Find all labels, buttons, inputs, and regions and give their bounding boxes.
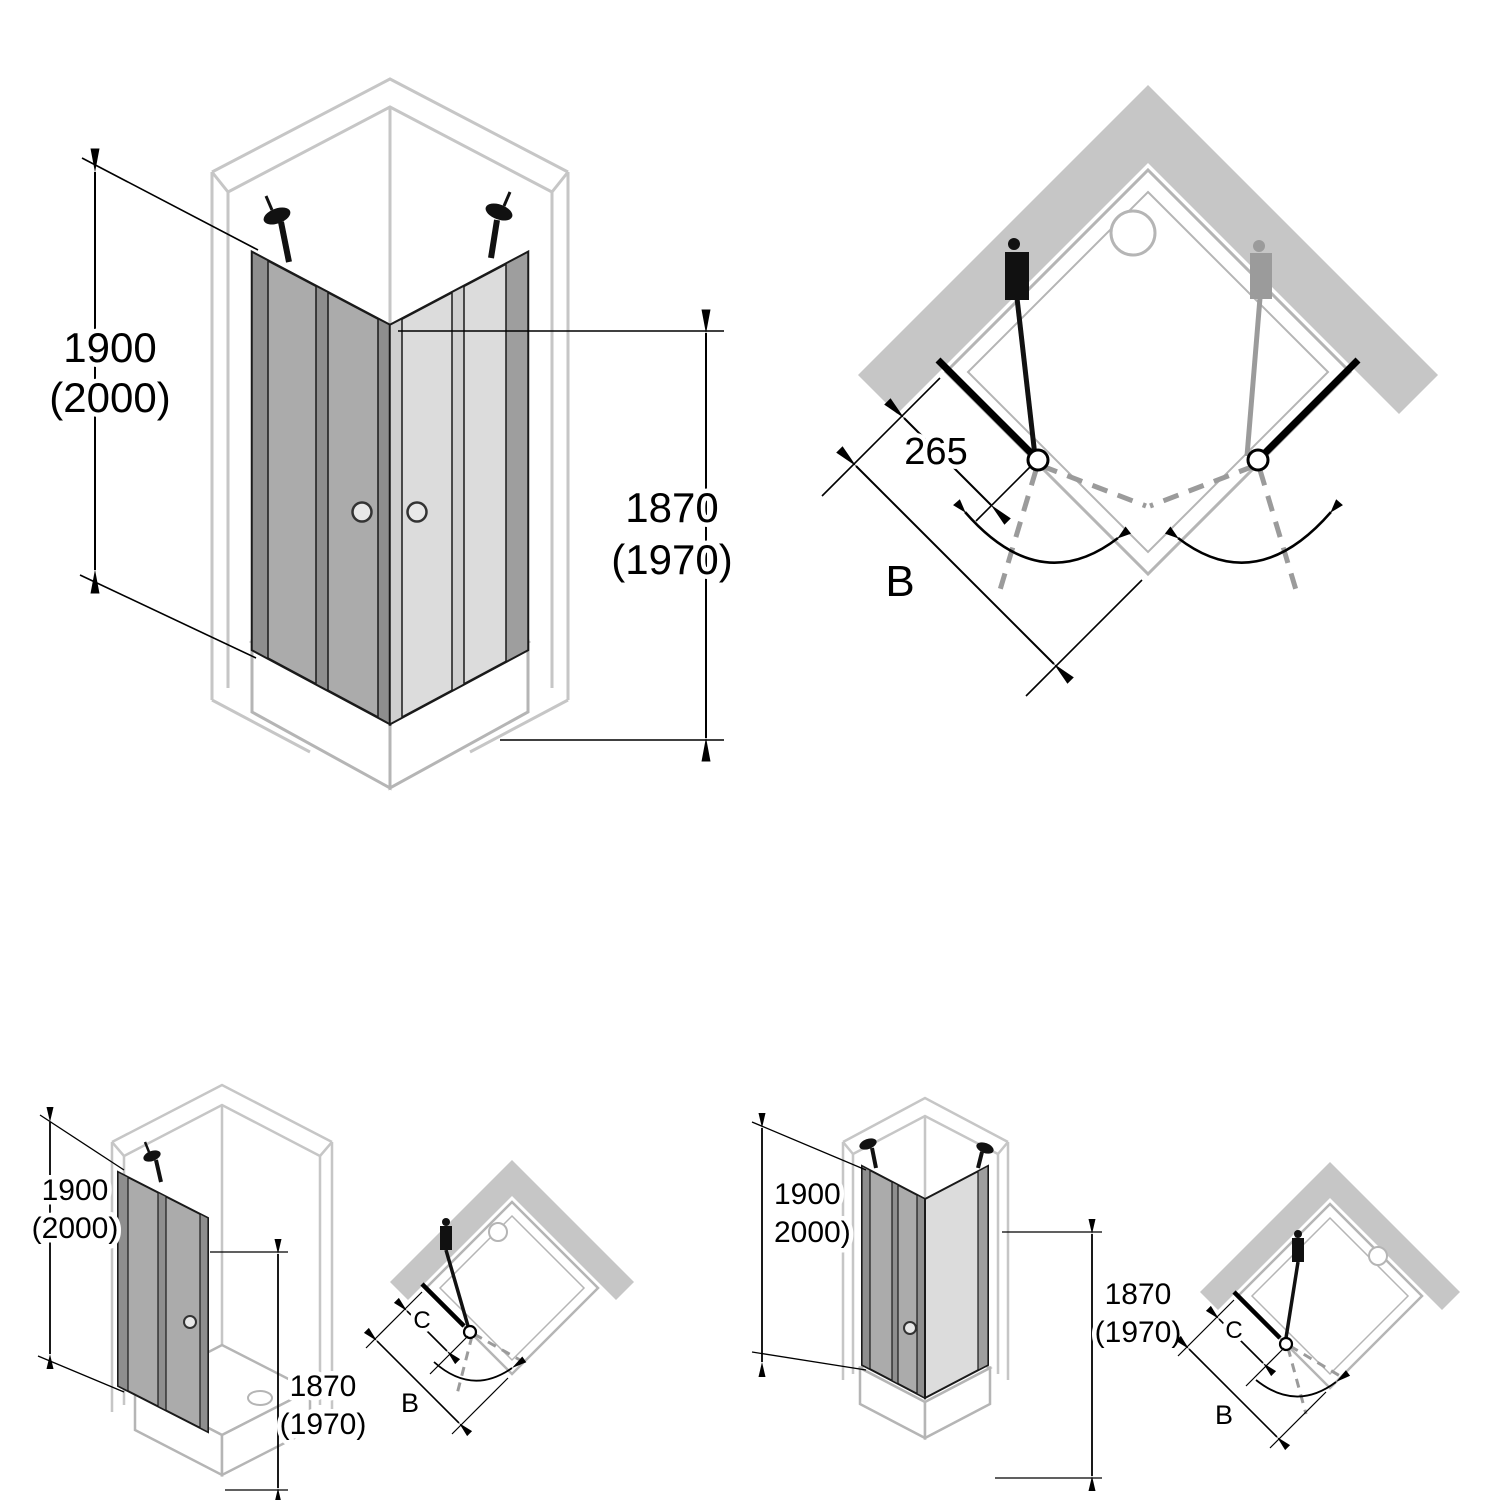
dimension-height: 1900 (2000) (45, 148, 259, 659)
pivot-post-left (1005, 238, 1038, 457)
walls-plan (1200, 1162, 1460, 1310)
ceiling-pivot-right (485, 191, 513, 259)
door-handle (183, 1315, 197, 1329)
door-height-label: 1870 (1105, 1278, 1172, 1311)
height-label: 1900 (774, 1178, 841, 1211)
dimension-entry-width: 265 B (821, 377, 1143, 697)
dimension-door-width: C B (1175, 1299, 1327, 1451)
walls-plan (858, 85, 1438, 414)
ceiling-pivot-right (976, 1142, 994, 1169)
door-handle (903, 1321, 917, 1335)
mini-plan: C B (1175, 1162, 1460, 1451)
door-height-alt-label: (1970) (280, 1408, 367, 1441)
swing-door-right (924, 1164, 989, 1400)
dimension-height: 1900 2000) (751, 1113, 867, 1377)
height-alt-label: (2000) (32, 1212, 119, 1245)
height-label: 1900 (63, 324, 156, 371)
ceiling-pivot (143, 1141, 163, 1183)
folding-door-left (250, 249, 392, 727)
dimension-door-height: 1870 (1970) (210, 1239, 371, 1500)
ceiling-pivots (859, 1138, 994, 1169)
height-alt-label: (2000) (49, 374, 170, 421)
door-handles (351, 501, 428, 523)
door-swing-positions (1286, 1344, 1341, 1415)
drain (1109, 209, 1157, 257)
figure-corner-entry-plan: 265 B (821, 85, 1438, 697)
door-handle-right (406, 501, 428, 523)
drain (1368, 1246, 1388, 1266)
width-label: B (1215, 1400, 1233, 1430)
hinge-left (1026, 448, 1050, 472)
dimension-door-height: 1870 (1970) (995, 1219, 1186, 1491)
door-handle-left (351, 501, 373, 523)
swing-door (117, 1170, 209, 1434)
figure-corner-entry-isometric: 1900 (2000) 1870 (1970) (45, 77, 737, 791)
hinge-right (1246, 448, 1270, 472)
height-label: 1900 (42, 1174, 109, 1207)
width-label: B (401, 1388, 419, 1418)
pivot-post (440, 1218, 470, 1327)
walls-isometric (841, 1096, 1010, 1380)
folding-door-right (388, 249, 530, 727)
figure-swing-door-right: 1900 2000) 1870 (1970) (751, 1096, 1460, 1491)
pivot-post-right (1244, 240, 1272, 457)
entry-width-label: 265 (904, 431, 967, 473)
door-height-alt-label: (1970) (1095, 1316, 1182, 1349)
fixed-panel-left (861, 1164, 926, 1400)
hinge (1278, 1336, 1294, 1352)
door-height-label: 1870 (290, 1370, 357, 1403)
height-alt-label: 2000) (774, 1216, 851, 1249)
dimension-door-height: 1870 (1970) (398, 309, 737, 762)
hinge (462, 1324, 478, 1340)
door-height-label: 1870 (625, 484, 718, 531)
mini-plan: C B (363, 1160, 634, 1437)
pivot-post (1284, 1230, 1304, 1339)
swing-arc (433, 1356, 527, 1382)
door-leaf-right (1261, 357, 1361, 457)
door-height-alt-label: (1970) (611, 536, 732, 583)
ceiling-pivot-left (263, 195, 292, 263)
walls-plan (390, 1160, 634, 1300)
ceiling-pivot-left (859, 1138, 878, 1169)
door-width-label: C (413, 1307, 430, 1334)
door-width-label: C (1225, 1317, 1242, 1344)
width-label: B (885, 557, 914, 606)
dimension-height: 1900 (2000) (27, 1107, 125, 1393)
ceiling-pivots (263, 191, 513, 263)
drain (488, 1222, 508, 1242)
figure-swing-door-left: 1900 (2000) 1870 (1970) (27, 1083, 634, 1500)
drain (247, 1390, 273, 1406)
